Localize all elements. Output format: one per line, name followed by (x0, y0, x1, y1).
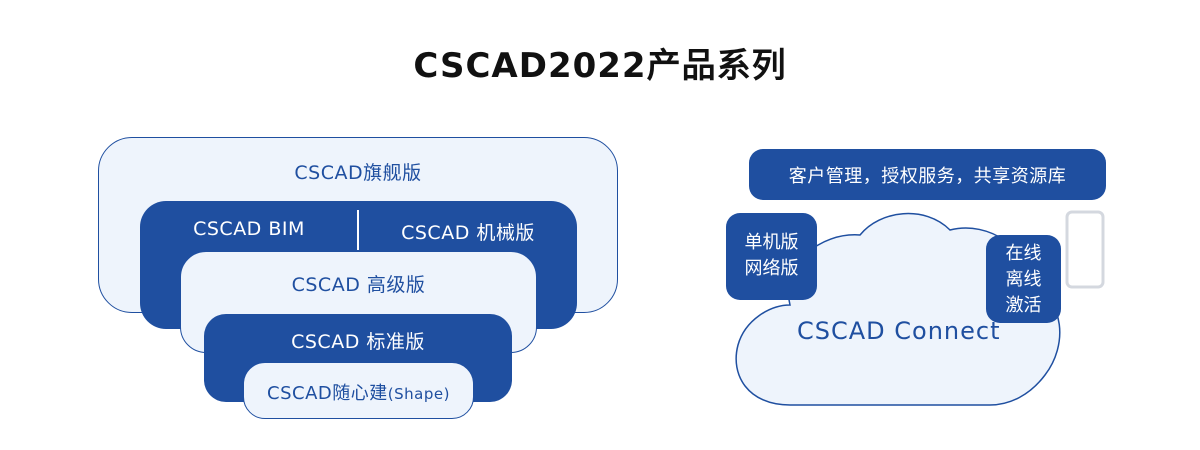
offline-mode-label: 离线 (1005, 269, 1042, 290)
license-mode-labels: 在线 离线 激活 (986, 235, 1061, 319)
version-badge-labels: 单机版 网络版 (726, 213, 817, 282)
license-mode-badge: 在线 离线 激活 (986, 235, 1061, 323)
advanced-edition-label: CSCAD 高级版 (291, 274, 426, 296)
bim-edition-label: CSCAD BIM (193, 218, 305, 240)
shape-edition-label: CSCAD随心建(Shape) (244, 379, 473, 405)
mobile-device-icon (1065, 210, 1105, 289)
page-title: CSCAD2022产品系列 (413, 46, 787, 86)
mechanical-edition-label: CSCAD 机械版 (401, 222, 535, 244)
shape-edition-box: CSCAD随心建(Shape) (243, 362, 474, 419)
standard-edition-label: CSCAD 标准版 (291, 331, 425, 353)
network-version-label: 网络版 (744, 258, 799, 279)
cscad-connect-label: CSCAD Connect (797, 317, 1001, 345)
edition-divider (357, 210, 359, 250)
version-badge: 单机版 网络版 (726, 213, 817, 300)
activate-mode-label: 激活 (1005, 295, 1042, 316)
flagship-edition-label: CSCAD旗舰版 (294, 162, 422, 184)
services-banner-label: 客户管理，授权服务，共享资源库 (788, 166, 1067, 187)
standalone-version-label: 单机版 (744, 232, 799, 253)
shape-edition-suffix: (Shape) (387, 385, 450, 403)
services-banner: 客户管理，授权服务，共享资源库 (749, 149, 1106, 200)
online-mode-label: 在线 (1005, 243, 1042, 264)
shape-edition-name: CSCAD随心建 (267, 383, 388, 404)
